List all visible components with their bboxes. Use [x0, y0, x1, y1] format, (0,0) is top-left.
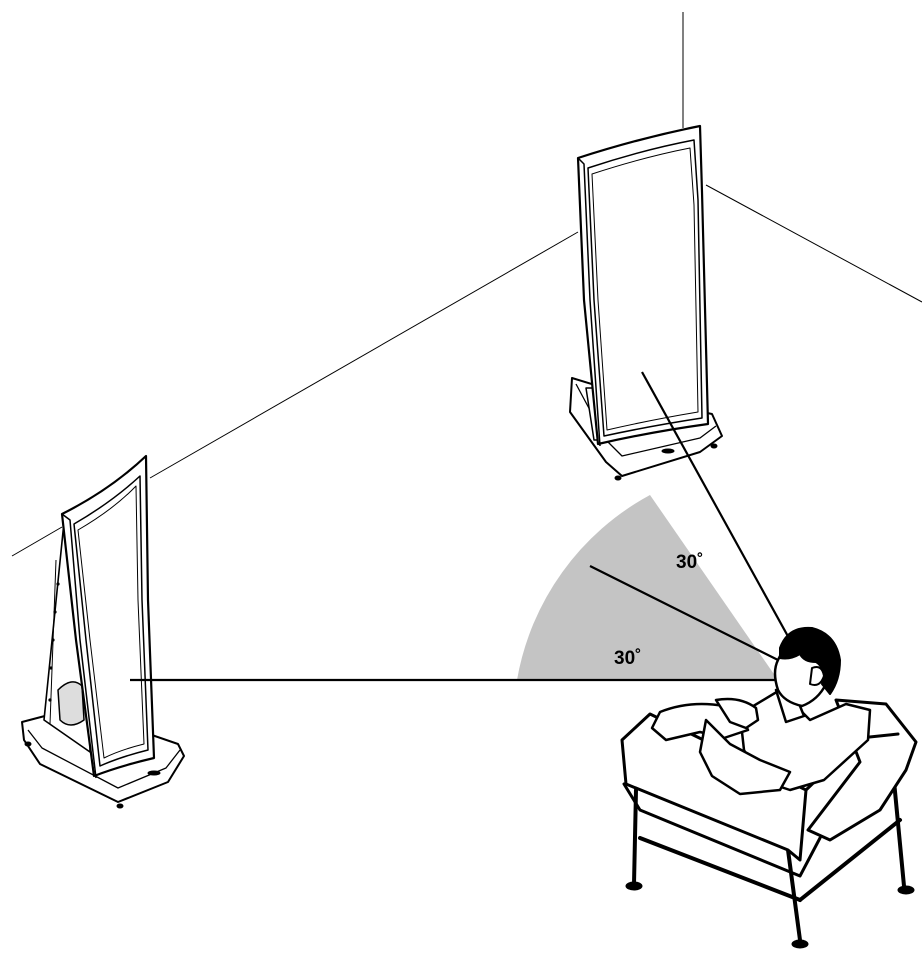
speaker-left-panel-edge: [61, 513, 97, 779]
speaker-left-foot: [24, 741, 32, 747]
listener-in-chair: [620, 626, 918, 949]
speaker-left-brace-line: [49, 559, 57, 725]
speaker-left-panel-inner: [73, 475, 149, 767]
speaker-left-rivets: [48, 582, 60, 702]
speaker-left-badge: [147, 770, 161, 776]
speaker-left-base-top: [27, 729, 181, 789]
room-wall-right-line: [705, 184, 922, 303]
speaker-left-panel: [60, 454, 156, 778]
speaker-left: [21, 454, 185, 809]
listening-angle-wedge: [517, 495, 778, 680]
speaker-right-panel-inner: [587, 139, 703, 437]
speaker-left-panel-inner2: [77, 485, 145, 759]
listener-ear: [809, 666, 825, 686]
chair-seat-front: [622, 782, 822, 878]
speaker-right-panel-edge: [577, 157, 601, 447]
listener-hair: [779, 626, 841, 695]
room-wall-left-line: [149, 231, 579, 479]
speaker-right: [569, 124, 723, 481]
sight-line-right-speaker: [641, 371, 791, 641]
speaker-right-foot: [710, 443, 718, 449]
speaker-right-panel: [576, 124, 710, 446]
chair-foot: [791, 939, 809, 949]
listener-arm-right: [698, 718, 792, 796]
speaker-right-foot: [614, 475, 622, 481]
sight-lines: [130, 371, 791, 682]
room-walls: [11, 12, 922, 557]
speaker-right-badge: [661, 448, 675, 454]
chair-foot: [897, 885, 915, 895]
room-wall-left-line-far: [11, 526, 63, 557]
listener-hand: [714, 697, 760, 730]
speaker-right-panel-inner2: [591, 147, 699, 431]
angle-label-upper: 30˚: [676, 552, 703, 573]
chair-foot: [625, 881, 643, 891]
speaker-left-foot: [116, 803, 124, 809]
bisector-line: [589, 565, 779, 661]
speaker-left-brace-detail: [57, 681, 85, 726]
angle-label-lower: 30˚: [614, 648, 641, 669]
